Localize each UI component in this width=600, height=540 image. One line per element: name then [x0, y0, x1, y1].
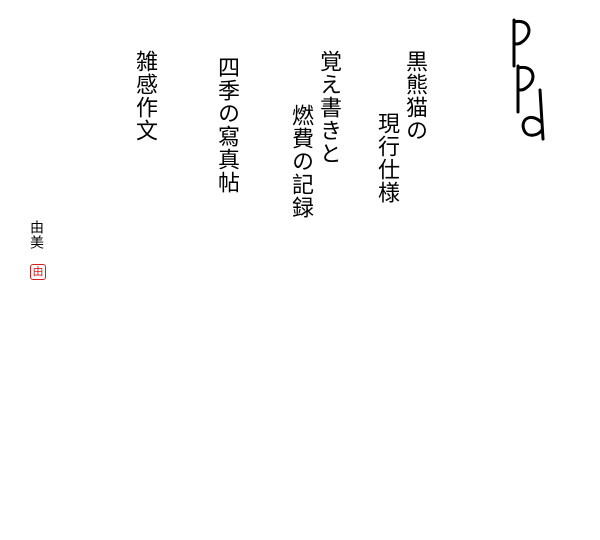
- menu-item-line: 雑感作文: [132, 50, 157, 142]
- menu-item-seasons-photo-album[interactable]: 四季の寫真帖: [210, 56, 240, 194]
- menu-item-line: 覚え書きと: [316, 50, 341, 165]
- menu-item-notes-fuel-log[interactable]: 覚え書きと 燃費の記録: [280, 50, 342, 219]
- author-name: 由美: [28, 220, 44, 250]
- menu-item-black-panda-spec[interactable]: 黒熊猫の 現行仕様: [366, 50, 428, 204]
- menu-item-line: 現行仕様: [374, 112, 399, 204]
- ppd-logo[interactable]: [500, 8, 560, 143]
- author-seal-icon: 由: [30, 264, 46, 280]
- menu-item-line: 黒熊猫の: [402, 50, 427, 142]
- menu-item-line: 燃費の記録: [288, 104, 313, 219]
- menu-item-essays[interactable]: 雑感作文: [128, 50, 158, 142]
- menu-item-line: 四季の寫真帖: [214, 56, 239, 194]
